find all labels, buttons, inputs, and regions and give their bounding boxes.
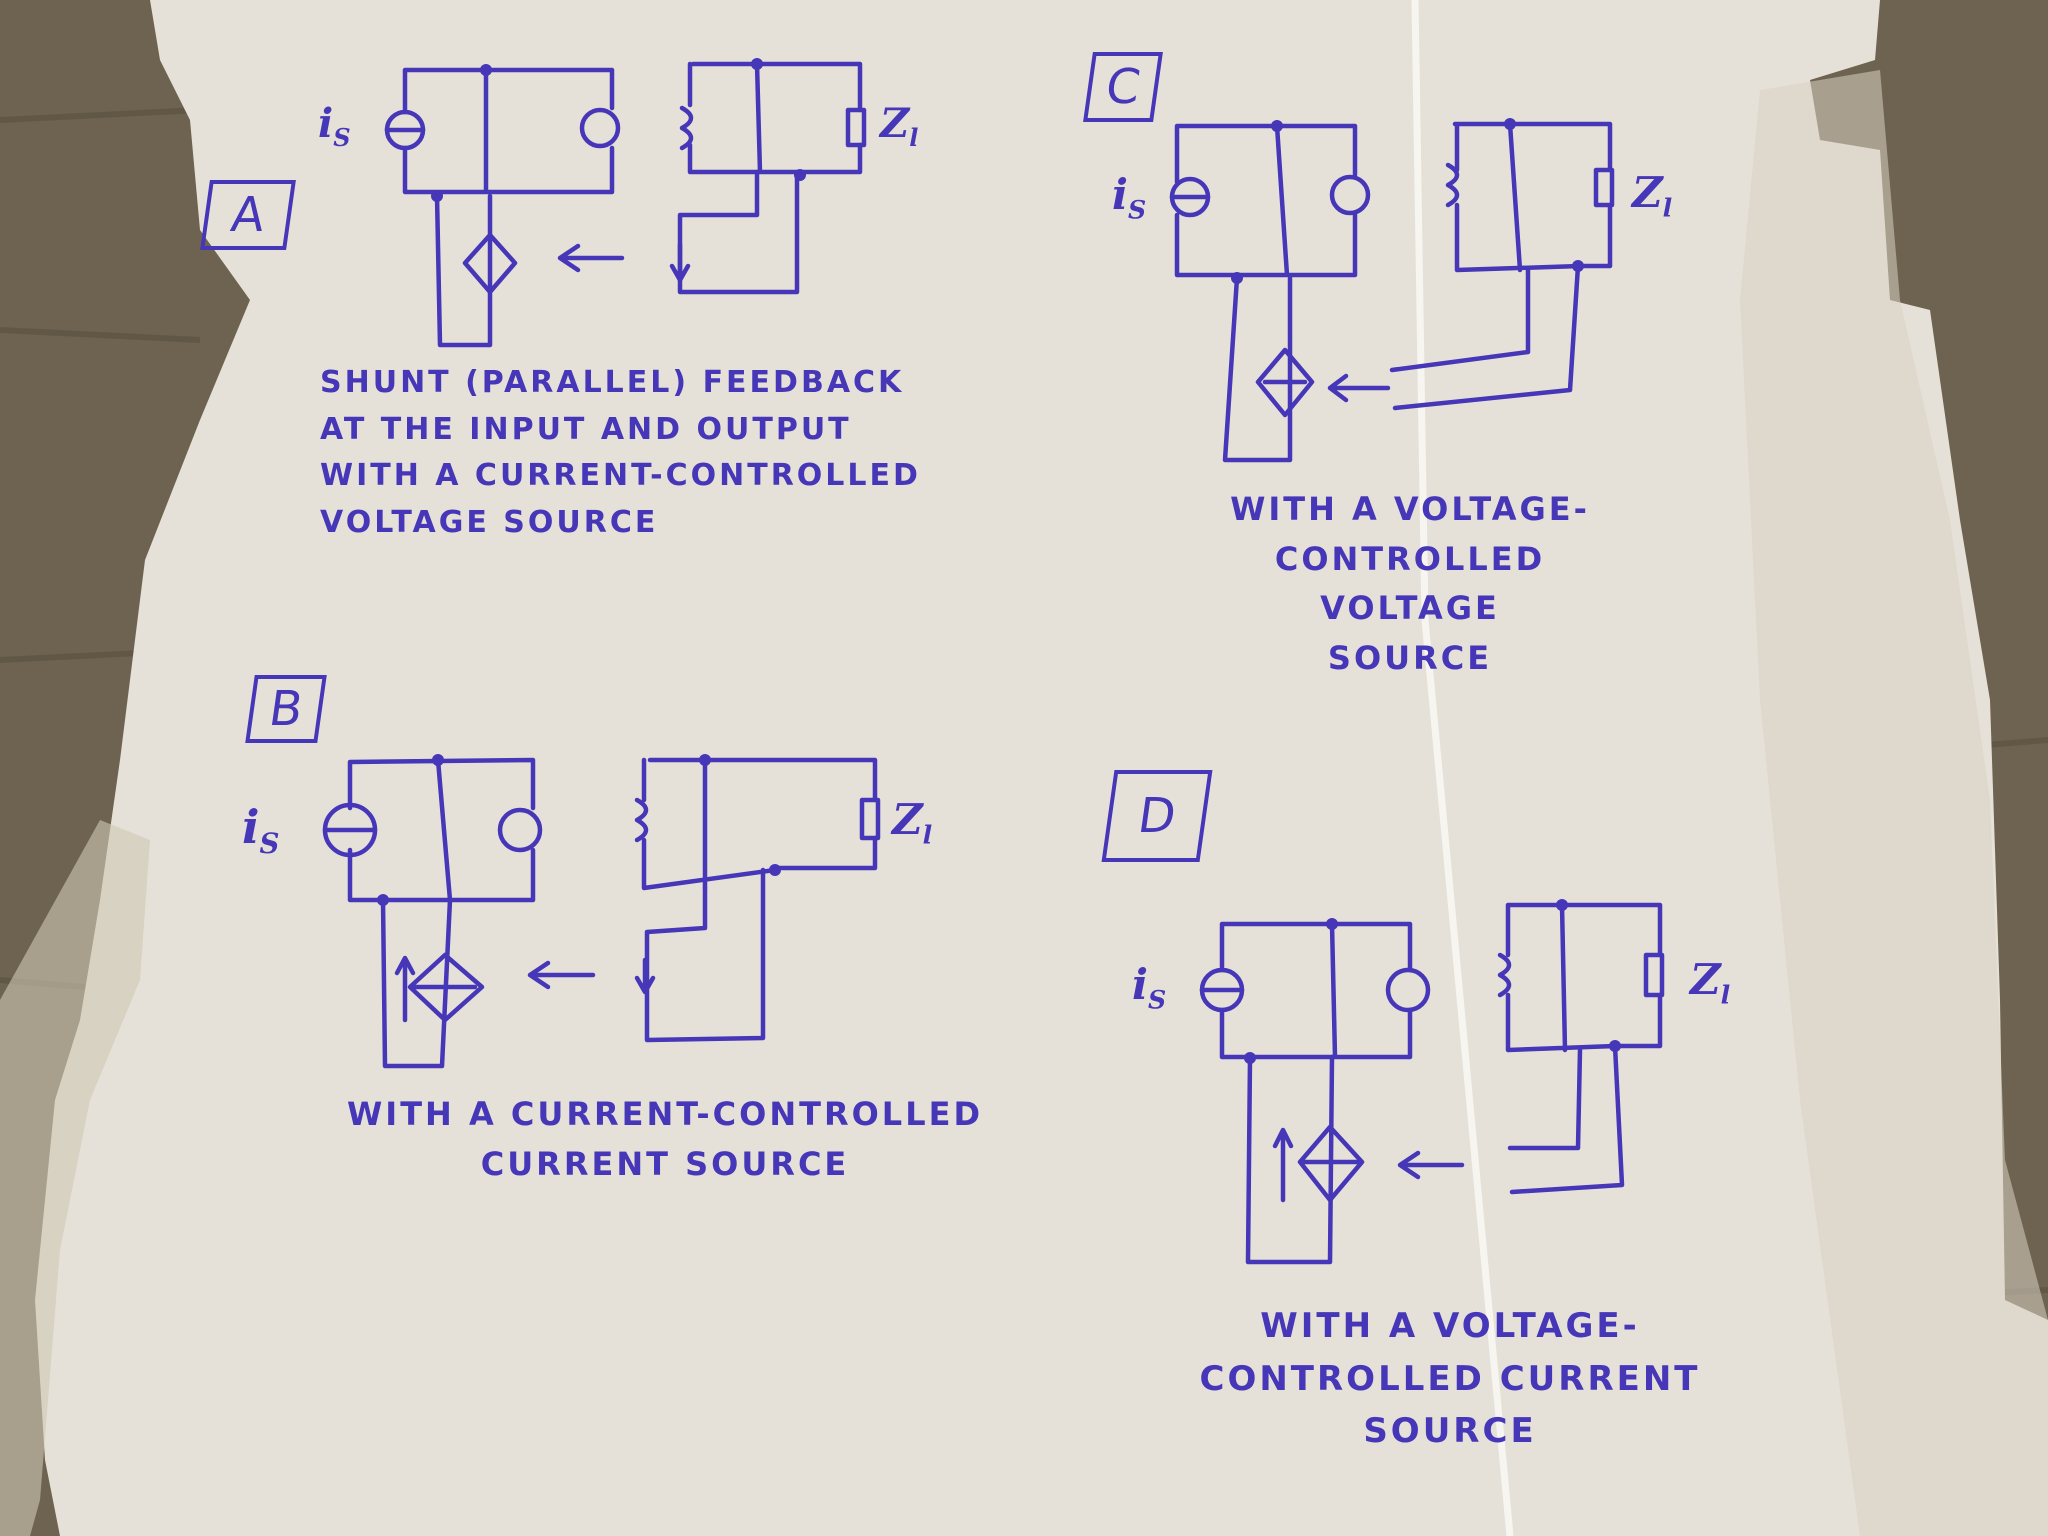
panel-d-source-label: iS xyxy=(1132,960,1167,1015)
panel-c-caption: WITH A VOLTAGE- CONTROLLED VOLTAGE SOURC… xyxy=(1230,490,1590,677)
panel-a-source-label: iS xyxy=(318,100,351,152)
input-impedance-icon xyxy=(1329,174,1371,216)
dependent-source-icon xyxy=(407,952,485,1023)
dependent-source-icon xyxy=(1255,347,1315,418)
panel-b-caption: WITH A CURRENT-CONTROLLED CURRENT SOURCE xyxy=(347,1095,983,1183)
panel-c-source-label: iS xyxy=(1112,170,1147,225)
dependent-source-icon xyxy=(462,232,518,295)
input-impedance-icon xyxy=(497,807,543,853)
circuit-d xyxy=(1199,899,1665,1265)
panel-b-load-label: Zl xyxy=(892,795,933,850)
panel-d-load-label: Zl xyxy=(1690,955,1731,1010)
panel-c-letter: C xyxy=(1083,52,1163,122)
input-impedance-icon xyxy=(579,107,621,149)
panel-b-source-label: iS xyxy=(242,800,280,861)
circuit-a xyxy=(384,58,867,348)
panel-d-letter: D xyxy=(1101,770,1213,862)
circuit-b xyxy=(322,754,881,1069)
input-impedance-icon xyxy=(1385,967,1431,1013)
panel-b-letter: B xyxy=(245,675,327,743)
panel-a-caption: SHUNT (PARALLEL) FEEDBACK AT THE INPUT A… xyxy=(320,365,921,540)
circuit-c xyxy=(1169,118,1615,463)
dependent-source-icon xyxy=(1297,1124,1365,1203)
panel-d-caption: WITH A VOLTAGE- CONTROLLED CURRENT SOURC… xyxy=(1199,1306,1701,1452)
panel-a-load-label: Zl xyxy=(880,100,919,152)
panel-a-letter: A xyxy=(200,180,296,250)
panel-c-load-label: Zl xyxy=(1632,168,1673,223)
